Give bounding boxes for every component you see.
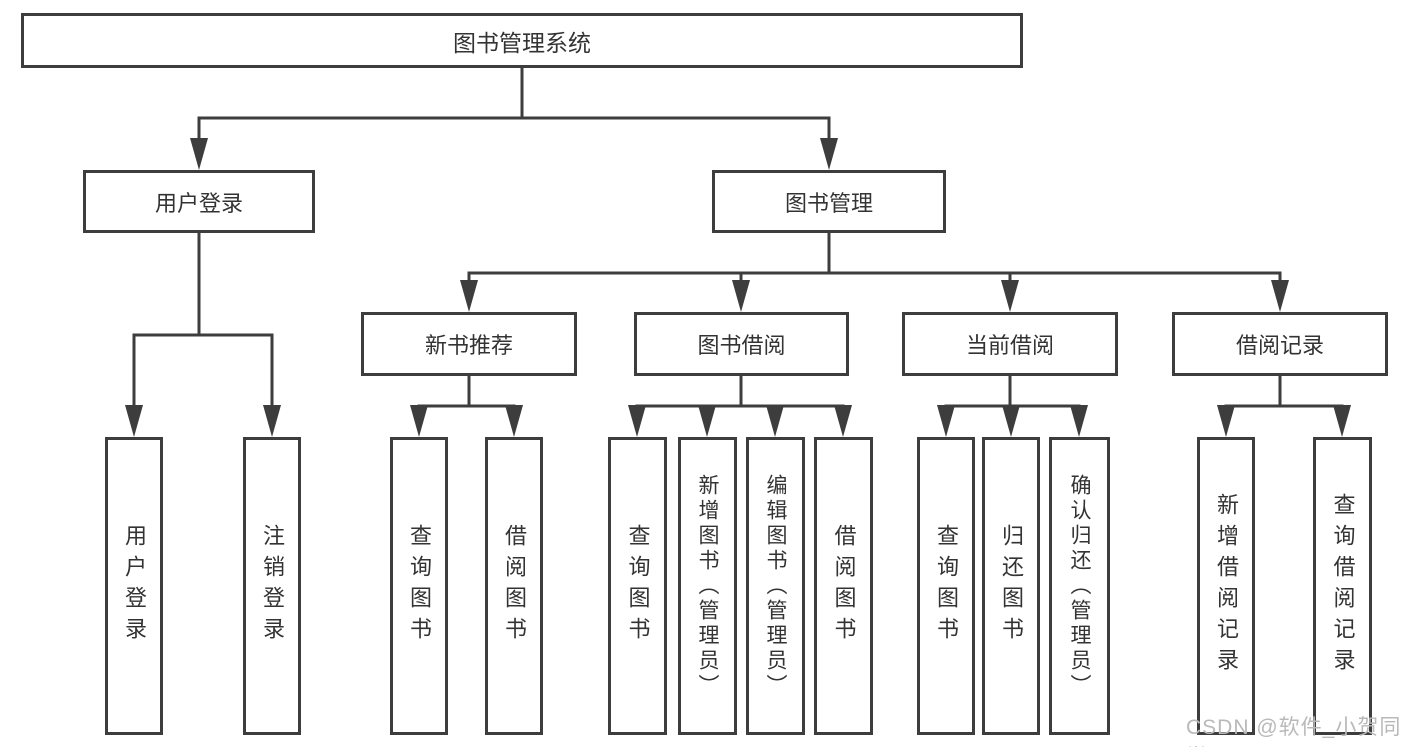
leaf-label: 借阅图书 [502,524,527,648]
node-leaf-query-books-borrow: 查询图书 [608,437,667,735]
node-new-book-recommend: 新书推荐 [361,312,577,376]
arrowheads [125,138,1351,437]
node-leaf-add-books-admin: 新增图书（管理员） [678,437,737,735]
connector-bookmgmt-branch [467,271,1282,288]
node-leaf-user-login: 用户登录 [105,437,163,735]
connector-root-branch [197,116,831,146]
node-leaf-return-books: 归还图书 [982,437,1040,735]
leaf-label: 查询借阅记录 [1330,493,1356,679]
leaf-label: 归还图书 [999,524,1024,648]
node-borrow-records: 借阅记录 [1172,312,1388,376]
node-book-borrow: 图书借阅 [634,312,849,376]
node-leaf-query-books-current: 查询图书 [917,437,975,735]
leaf-label: 新增图书（管理员） [696,473,719,699]
node-user-login: 用户登录 [83,170,315,233]
node-leaf-borrow-books: 借阅图书 [814,437,873,735]
leaf-label: 确认归还（管理员） [1068,473,1091,699]
leaf-label: 查询图书 [625,524,651,648]
node-leaf-logout: 注销登录 [243,437,301,735]
leaf-label: 新增借阅记录 [1214,493,1239,679]
node-leaf-borrow-books-recommend: 借阅图书 [485,437,543,735]
node-library-management-system: 图书管理系统 [21,13,1023,68]
csdn-watermark: CSDN @软件_小贺同学 [1186,716,1402,747]
node-leaf-query-books-recommend: 查询图书 [390,437,448,735]
connector-recommend-branch [417,404,516,414]
connector-borrow-branch [635,404,845,414]
leaf-label: 借阅图书 [831,524,857,648]
node-book-management: 图书管理 [712,170,946,233]
leaf-label: 用户登录 [122,524,147,648]
node-leaf-add-borrow-record: 新增借阅记录 [1197,437,1255,735]
leaf-label: 查询图书 [407,524,432,648]
node-current-borrow: 当前借阅 [902,312,1118,376]
connector-userlogin-branch [132,333,274,414]
leaf-label: 编辑图书（管理员） [764,473,787,699]
node-leaf-query-borrow-record: 查询借阅记录 [1313,437,1372,735]
node-leaf-confirm-return-admin: 确认归还（管理员） [1049,437,1110,735]
leaf-label: 注销登录 [260,524,285,648]
connector-records-branch [1224,404,1344,414]
node-leaf-edit-books-admin: 编辑图书（管理员） [746,437,805,735]
leaf-label: 查询图书 [934,524,959,648]
